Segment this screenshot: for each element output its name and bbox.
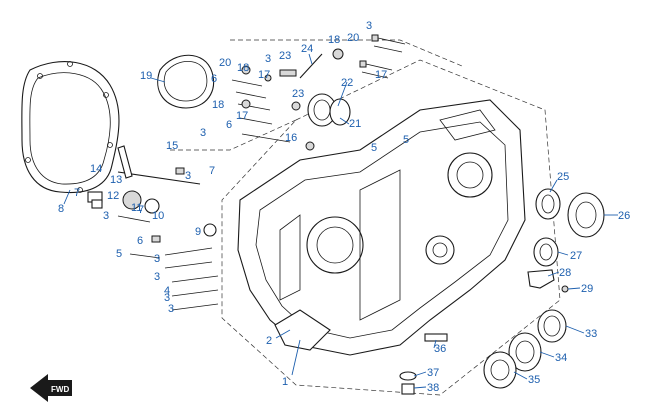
callout-3e: 3 — [103, 210, 109, 222]
callout-23a: 23 — [279, 50, 291, 62]
callout-25: 25 — [557, 171, 569, 183]
callout-6b: 6 — [226, 119, 232, 131]
callout-7b: 7 — [138, 204, 144, 216]
callout-14: 14 — [90, 163, 102, 175]
callout-3c: 3 — [200, 127, 206, 139]
callout-5b: 5 — [371, 142, 377, 154]
callout-labels: 1 2 3 3 3 3 3 3 3 3 3 4 5 5 5 6 6 6 7 7 … — [58, 20, 630, 394]
callout-37: 37 — [427, 367, 439, 379]
callout-15: 15 — [166, 140, 178, 152]
callout-12: 12 — [107, 190, 119, 202]
forward-label: FWD — [51, 385, 69, 394]
callout-18a: 18 — [237, 62, 249, 74]
callout-20a: 20 — [219, 57, 231, 69]
callout-10: 10 — [152, 210, 164, 222]
callout-6a: 6 — [211, 73, 217, 85]
callout-7c: 7 — [209, 165, 215, 177]
callout-24: 24 — [301, 43, 313, 55]
callout-5c: 5 — [116, 248, 122, 260]
callout-6c: 6 — [137, 235, 143, 247]
callout-7a: 7 — [74, 187, 80, 199]
callout-22: 22 — [341, 77, 353, 89]
callout-29: 29 — [581, 283, 593, 295]
callout-4: 4 — [164, 285, 170, 297]
callout-34: 34 — [555, 352, 567, 364]
cover-gasket-part — [157, 54, 214, 109]
crankcase-gasket-part — [21, 61, 120, 194]
callout-38: 38 — [427, 382, 439, 394]
callout-13: 13 — [110, 174, 122, 186]
callout-19: 19 — [140, 70, 152, 82]
callout-17b: 17 — [236, 110, 248, 122]
callout-27: 27 — [570, 250, 582, 262]
callout-3d: 3 — [185, 170, 191, 182]
callout-3a: 3 — [366, 20, 372, 32]
callout-3g: 3 — [154, 271, 160, 283]
callout-18c: 18 — [328, 34, 340, 46]
callout-3h: 3 — [164, 292, 170, 304]
top-center-parts — [279, 48, 351, 151]
callout-16: 16 — [285, 132, 297, 144]
callout-26: 26 — [618, 210, 630, 222]
bolt-group-upper-left — [231, 65, 291, 143]
callout-3b: 3 — [265, 53, 271, 65]
callout-1: 1 — [282, 376, 288, 388]
callout-28: 28 — [559, 267, 571, 279]
bolt-group-upper-right — [359, 34, 406, 79]
callout-8: 8 — [58, 203, 64, 215]
forward-arrow-icon: FWD — [30, 374, 72, 402]
callout-23b: 23 — [292, 88, 304, 100]
callout-21: 21 — [349, 118, 361, 130]
leader-lines — [63, 53, 618, 389]
callout-20b: 20 — [347, 32, 359, 44]
callout-3f: 3 — [154, 253, 160, 265]
callout-11: 11 — [131, 202, 142, 214]
assembly-outline — [170, 39, 561, 396]
callout-36: 36 — [434, 343, 446, 355]
callout-18b: 18 — [212, 99, 224, 111]
callout-35: 35 — [528, 374, 540, 386]
callout-5a: 5 — [403, 134, 409, 146]
crankcase-body-part — [237, 99, 526, 356]
callout-17a: 17 — [258, 69, 270, 81]
callout-17c: 17 — [375, 69, 387, 81]
callout-33: 33 — [585, 328, 597, 340]
bolt-group-lower-left — [117, 167, 219, 311]
right-bearings — [483, 188, 605, 389]
callout-3i: 3 — [168, 303, 174, 315]
callout-2: 2 — [266, 335, 272, 347]
callout-9: 9 — [195, 226, 201, 238]
shaft-assembly — [87, 145, 217, 237]
